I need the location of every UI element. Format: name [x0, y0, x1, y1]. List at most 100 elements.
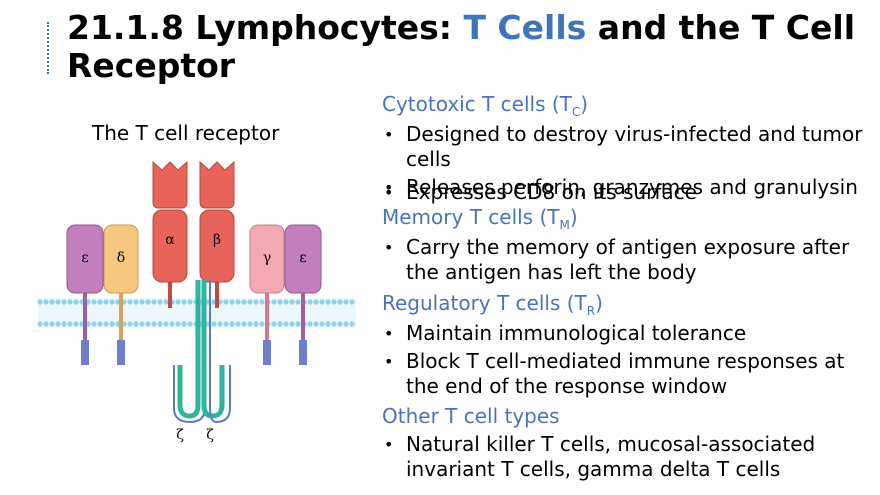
lipid-head	[67, 321, 73, 327]
lipid-head	[307, 321, 313, 327]
label-zeta-right: ζ	[206, 427, 214, 443]
lipid-head	[343, 321, 349, 327]
lipid-head	[331, 321, 337, 327]
lipid-head	[349, 321, 355, 327]
lipid-head	[73, 321, 79, 327]
tcr-diagram: ε δ α β ζ ζ γ ε	[37, 160, 356, 443]
lipid-head	[175, 299, 181, 305]
lipid-head	[97, 299, 103, 305]
heading-memory: Memory T cells (TM)	[382, 205, 578, 232]
label-alpha: α	[165, 232, 175, 248]
lipid-head	[211, 321, 217, 327]
label-gamma: γ	[263, 250, 271, 266]
heading-regulatory: Regulatory T cells (TR)	[382, 291, 603, 318]
lipid-head	[37, 321, 43, 327]
gamma-chain: γ	[249, 224, 285, 365]
lipid-head	[271, 321, 277, 327]
lipid-head	[187, 321, 193, 327]
lipid-head	[91, 321, 97, 327]
label-zeta-left: ζ	[176, 427, 184, 443]
lipid-head	[319, 321, 325, 327]
list-item: •Designed to destroy virus-infected and …	[384, 122, 863, 171]
lipid-head	[325, 321, 331, 327]
lipid-head	[229, 321, 235, 327]
lipid-head	[313, 321, 319, 327]
lipid-head	[91, 299, 97, 305]
heading-other: Other T cell types	[382, 404, 560, 428]
lipid-head	[61, 299, 67, 305]
lipid-head	[307, 299, 313, 305]
lipid-head	[253, 321, 259, 327]
title-accent-dots	[47, 22, 52, 74]
lipid-head	[103, 321, 109, 327]
lipid-head	[181, 299, 187, 305]
lipid-head	[133, 321, 139, 327]
lipid-head	[187, 299, 193, 305]
list-memory: •Carry the memory of antigen exposure af…	[382, 235, 872, 288]
lipid-head	[127, 321, 133, 327]
list-item: •Maintain immunological tolerance	[384, 321, 747, 345]
lipid-head	[145, 299, 151, 305]
lipid-head	[295, 299, 301, 305]
label-epsilon-left: ε	[81, 250, 88, 266]
lipid-head	[55, 321, 61, 327]
epsilon-chain-left: ε	[66, 224, 104, 365]
lipid-head	[295, 321, 301, 327]
lipid-head	[259, 321, 265, 327]
list-regulatory: •Maintain immunological tolerance •Block…	[382, 321, 872, 402]
lipid-head	[241, 299, 247, 305]
lipid-head	[163, 299, 169, 305]
lipid-head	[277, 299, 283, 305]
list-item: •Expresses CD8 on its surface	[384, 180, 697, 204]
beta-chain: β	[199, 160, 235, 308]
lipid-head	[337, 299, 343, 305]
lipid-head	[283, 299, 289, 305]
list-cytotoxic: •Designed to destroy virus-infected and …	[382, 122, 872, 208]
lipid-head	[37, 299, 43, 305]
lipid-head	[247, 321, 253, 327]
lipid-head	[229, 299, 235, 305]
lipid-head	[253, 299, 259, 305]
list-item: •Natural killer T cells, mucosal-associa…	[384, 432, 816, 481]
lipid-head	[55, 299, 61, 305]
title-highlight: T Cells	[463, 8, 587, 47]
lipid-head	[145, 321, 151, 327]
label-delta: δ	[117, 250, 125, 266]
lipid-head	[247, 299, 253, 305]
lipid-head	[319, 299, 325, 305]
lipid-head	[289, 321, 295, 327]
lipid-head	[43, 321, 49, 327]
list-other: •Natural killer T cells, mucosal-associa…	[382, 432, 872, 485]
lipid-head	[109, 299, 115, 305]
alpha-chain: α	[152, 160, 188, 308]
title-suffix: and the T Cell Receptor	[67, 8, 856, 85]
lipid-head	[163, 321, 169, 327]
lipid-head	[151, 299, 157, 305]
lipid-head	[97, 321, 103, 327]
lipid-head	[343, 299, 349, 305]
delta-chain: δ	[103, 224, 139, 365]
lipid-head	[331, 299, 337, 305]
lipid-head	[49, 299, 55, 305]
label-epsilon-right: ε	[299, 250, 306, 266]
label-beta: β	[213, 232, 221, 248]
lipid-head	[109, 321, 115, 327]
lipid-head	[271, 299, 277, 305]
lipid-head	[61, 321, 67, 327]
lipid-head	[241, 321, 247, 327]
zeta-chains: ζ ζ	[173, 280, 231, 443]
lipid-head	[259, 299, 265, 305]
lipid-head	[43, 299, 49, 305]
lipid-head	[169, 321, 175, 327]
lipid-head	[133, 299, 139, 305]
lipid-head	[157, 299, 163, 305]
epsilon-chain-right: ε	[284, 224, 322, 365]
lipid-head	[337, 321, 343, 327]
lipid-head	[349, 299, 355, 305]
lipid-head	[73, 299, 79, 305]
list-item: •Carry the memory of antigen exposure af…	[384, 235, 850, 284]
lipid-head	[223, 299, 229, 305]
lipid-head	[283, 321, 289, 327]
heading-cytotoxic: Cytotoxic T cells (TC)	[382, 92, 589, 119]
lipid-head	[157, 321, 163, 327]
